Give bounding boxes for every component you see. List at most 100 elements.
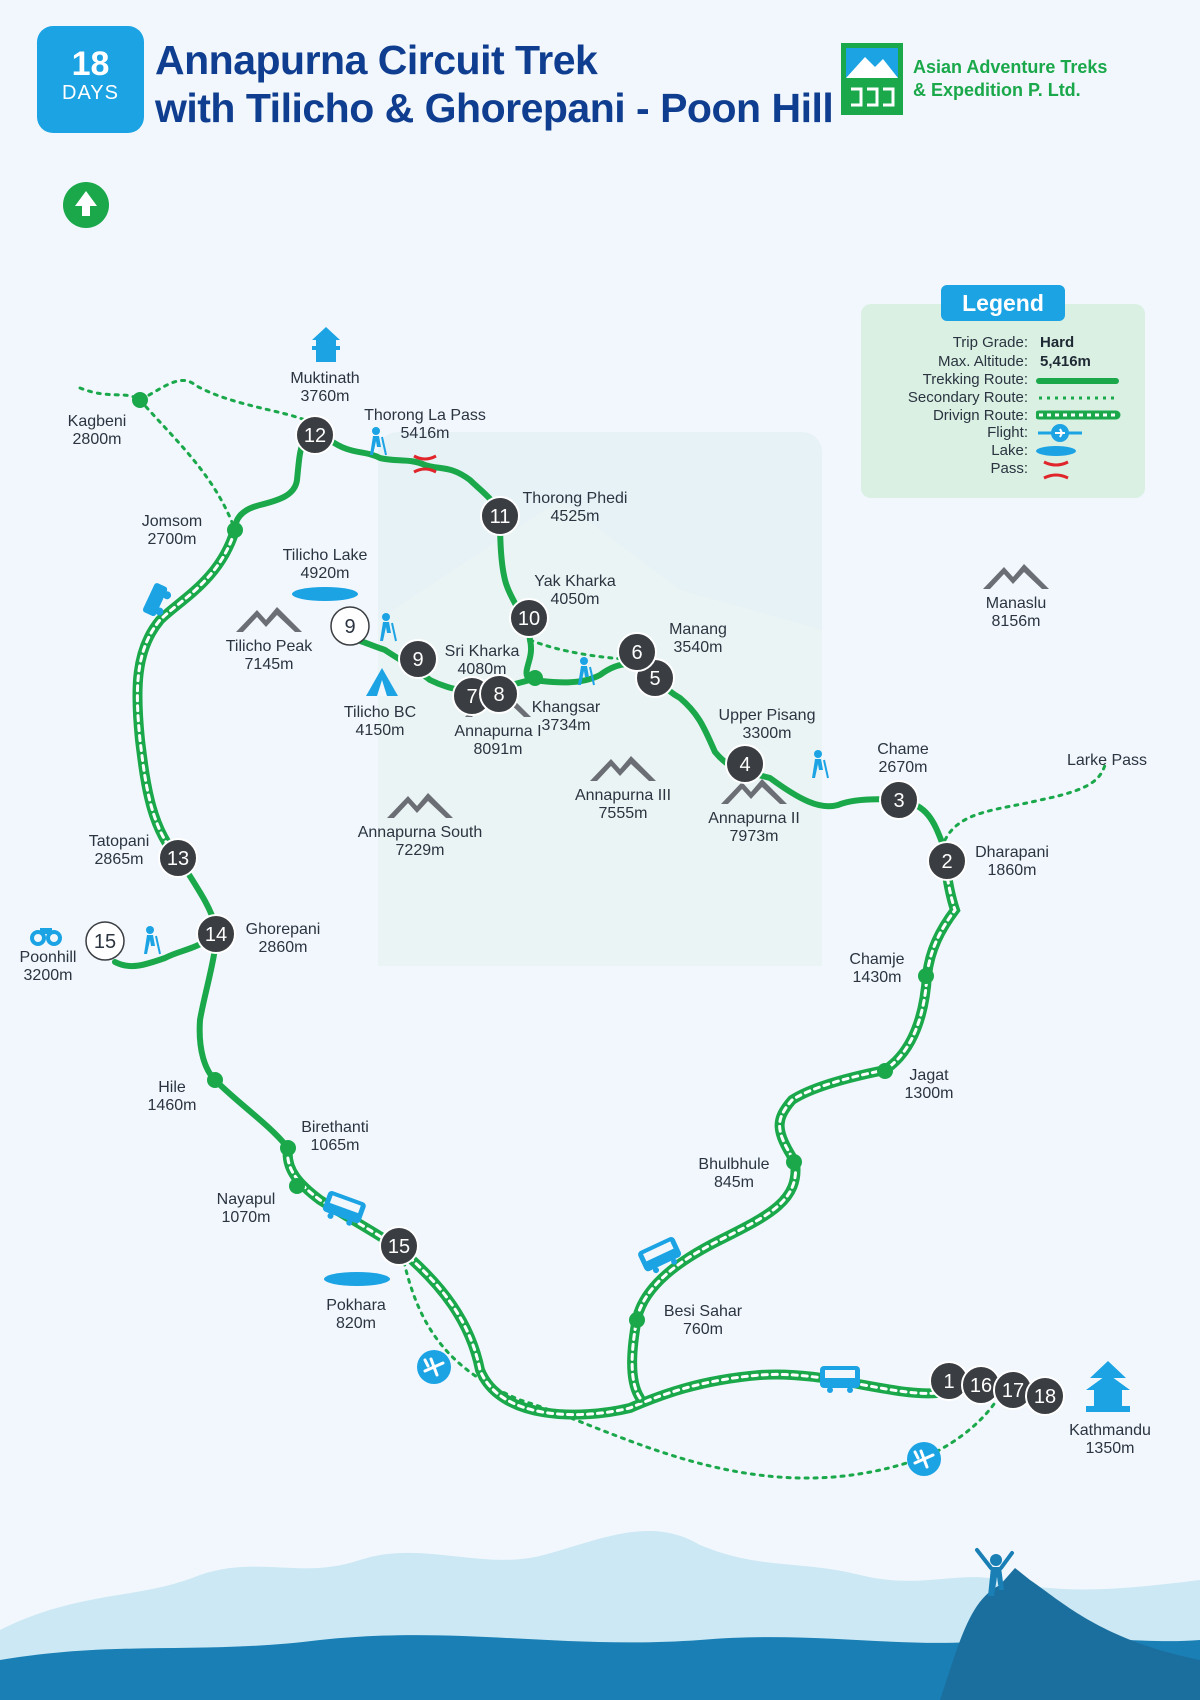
place-altitude: 820m: [336, 1315, 376, 1332]
days-number: 18: [71, 45, 110, 83]
day-marker-number: 13: [167, 848, 189, 870]
waypoint-jagat: [877, 1063, 893, 1079]
place-name: Ghorepani: [246, 921, 321, 938]
place-name: Sri Kharka: [445, 643, 520, 660]
day-marker-circle: [879, 780, 919, 820]
place-name: Besi Sahar: [664, 1303, 743, 1320]
day-marker-circle: [617, 632, 657, 672]
secondary-route-kagbeni-muktinath: [78, 379, 307, 422]
jeep-icon: [142, 583, 172, 617]
day-marker-12: 12: [295, 415, 335, 455]
north-tree-icon: [63, 182, 109, 228]
legend-title: Legend: [941, 285, 1065, 321]
day-marker-circle: [398, 639, 438, 679]
company-logo: [841, 43, 903, 115]
peak-altitude: 7973m: [730, 828, 779, 845]
day-marker-circle: [480, 496, 520, 536]
day-marker-circle: [725, 744, 765, 784]
peak-altitude: 7145m: [245, 656, 294, 673]
waypoint-khangsar: [527, 670, 543, 686]
place-name: Yak Kharka: [534, 573, 616, 590]
place-altitude: 2700m: [148, 531, 197, 548]
legend-pass-icon: [1043, 460, 1069, 480]
day-marker-circle: [379, 1226, 419, 1266]
title-line-1: Annapurna Circuit Trek: [155, 37, 598, 83]
place-altitude: 3200m: [24, 967, 73, 984]
place-altitude: 1350m: [1086, 1440, 1135, 1457]
day-marker-8: 8: [479, 674, 519, 714]
day-marker-number: 14: [205, 924, 227, 946]
day-marker-number: 9: [344, 616, 355, 638]
day-marker-circle: [85, 921, 125, 961]
legend-secondary-label: Secondary Route:: [907, 389, 1028, 406]
place-name: Pokhara: [326, 1297, 386, 1314]
place-name: Larke Pass: [1067, 752, 1147, 769]
day-marker-17: 17: [993, 1370, 1033, 1410]
place-altitude: 3300m: [743, 725, 792, 742]
place-altitude: 2800m: [73, 431, 122, 448]
legend-lake-label: Lake:: [991, 442, 1028, 459]
day-marker-circle: [196, 914, 236, 954]
day-marker-9: 9: [398, 639, 438, 679]
day-marker-15: 15: [379, 1226, 419, 1266]
hiker-icon-thorong: [370, 427, 387, 456]
waypoint-bhulbhule: [786, 1154, 802, 1170]
place-altitude: 4150m: [356, 722, 405, 739]
waypoint-besi-sahar: [629, 1312, 645, 1328]
plane-icon-kathmandu: [907, 1442, 941, 1476]
peak-name: Annapurna III: [575, 787, 671, 804]
day-marker-number: 9: [412, 649, 423, 671]
place-name: Thorong La Pass: [364, 407, 486, 424]
bus-icon-besisahar: [638, 1236, 682, 1274]
place-name: Jagat: [909, 1067, 949, 1084]
place-altitude: 2865m: [95, 851, 144, 868]
peak-altitude: 8156m: [992, 613, 1041, 630]
day-marker-number: 4: [739, 754, 750, 776]
place-name: Chamje: [849, 951, 904, 968]
day-marker-number: 12: [304, 425, 326, 447]
trek-route-ghorepani-birethanti: [177, 857, 291, 1151]
waypoint-kagbeni: [132, 392, 148, 408]
legend-max-altitude-label: Max. Altitude:: [937, 353, 1028, 370]
peak-altitude: 8091m: [474, 741, 523, 758]
days-label: DAYS: [62, 82, 119, 104]
day-marker-10: 10: [509, 598, 549, 638]
pokhara-lake-shape: [324, 1272, 390, 1286]
day-marker-number: 7: [466, 686, 477, 708]
mountain-icon: [721, 779, 787, 804]
place-altitude: 3760m: [301, 388, 350, 405]
mountain-icon: [236, 607, 302, 632]
place-altitude: 3734m: [542, 717, 591, 734]
day-marker-number: 15: [388, 1236, 410, 1258]
peak-altitude: 7555m: [599, 805, 648, 822]
day-marker-18: 18: [1025, 1376, 1065, 1416]
place-altitude: 4080m: [458, 661, 507, 678]
legend-panel: [861, 304, 1145, 498]
hiker-icon-tilicho: [380, 613, 397, 642]
watermark-logo: [378, 432, 822, 966]
legend-trip-grade-value: Hard: [1040, 334, 1075, 351]
place-name: Manang: [669, 621, 727, 638]
day-marker-number: 10: [518, 608, 540, 630]
day-marker-circle: [295, 415, 335, 455]
day-marker-circle: [1025, 1376, 1065, 1416]
day-marker-6: 6: [617, 632, 657, 672]
page-title: Annapurna Circuit Trek with Tilicho & Gh…: [155, 36, 834, 132]
place-name: Chame: [877, 741, 929, 758]
